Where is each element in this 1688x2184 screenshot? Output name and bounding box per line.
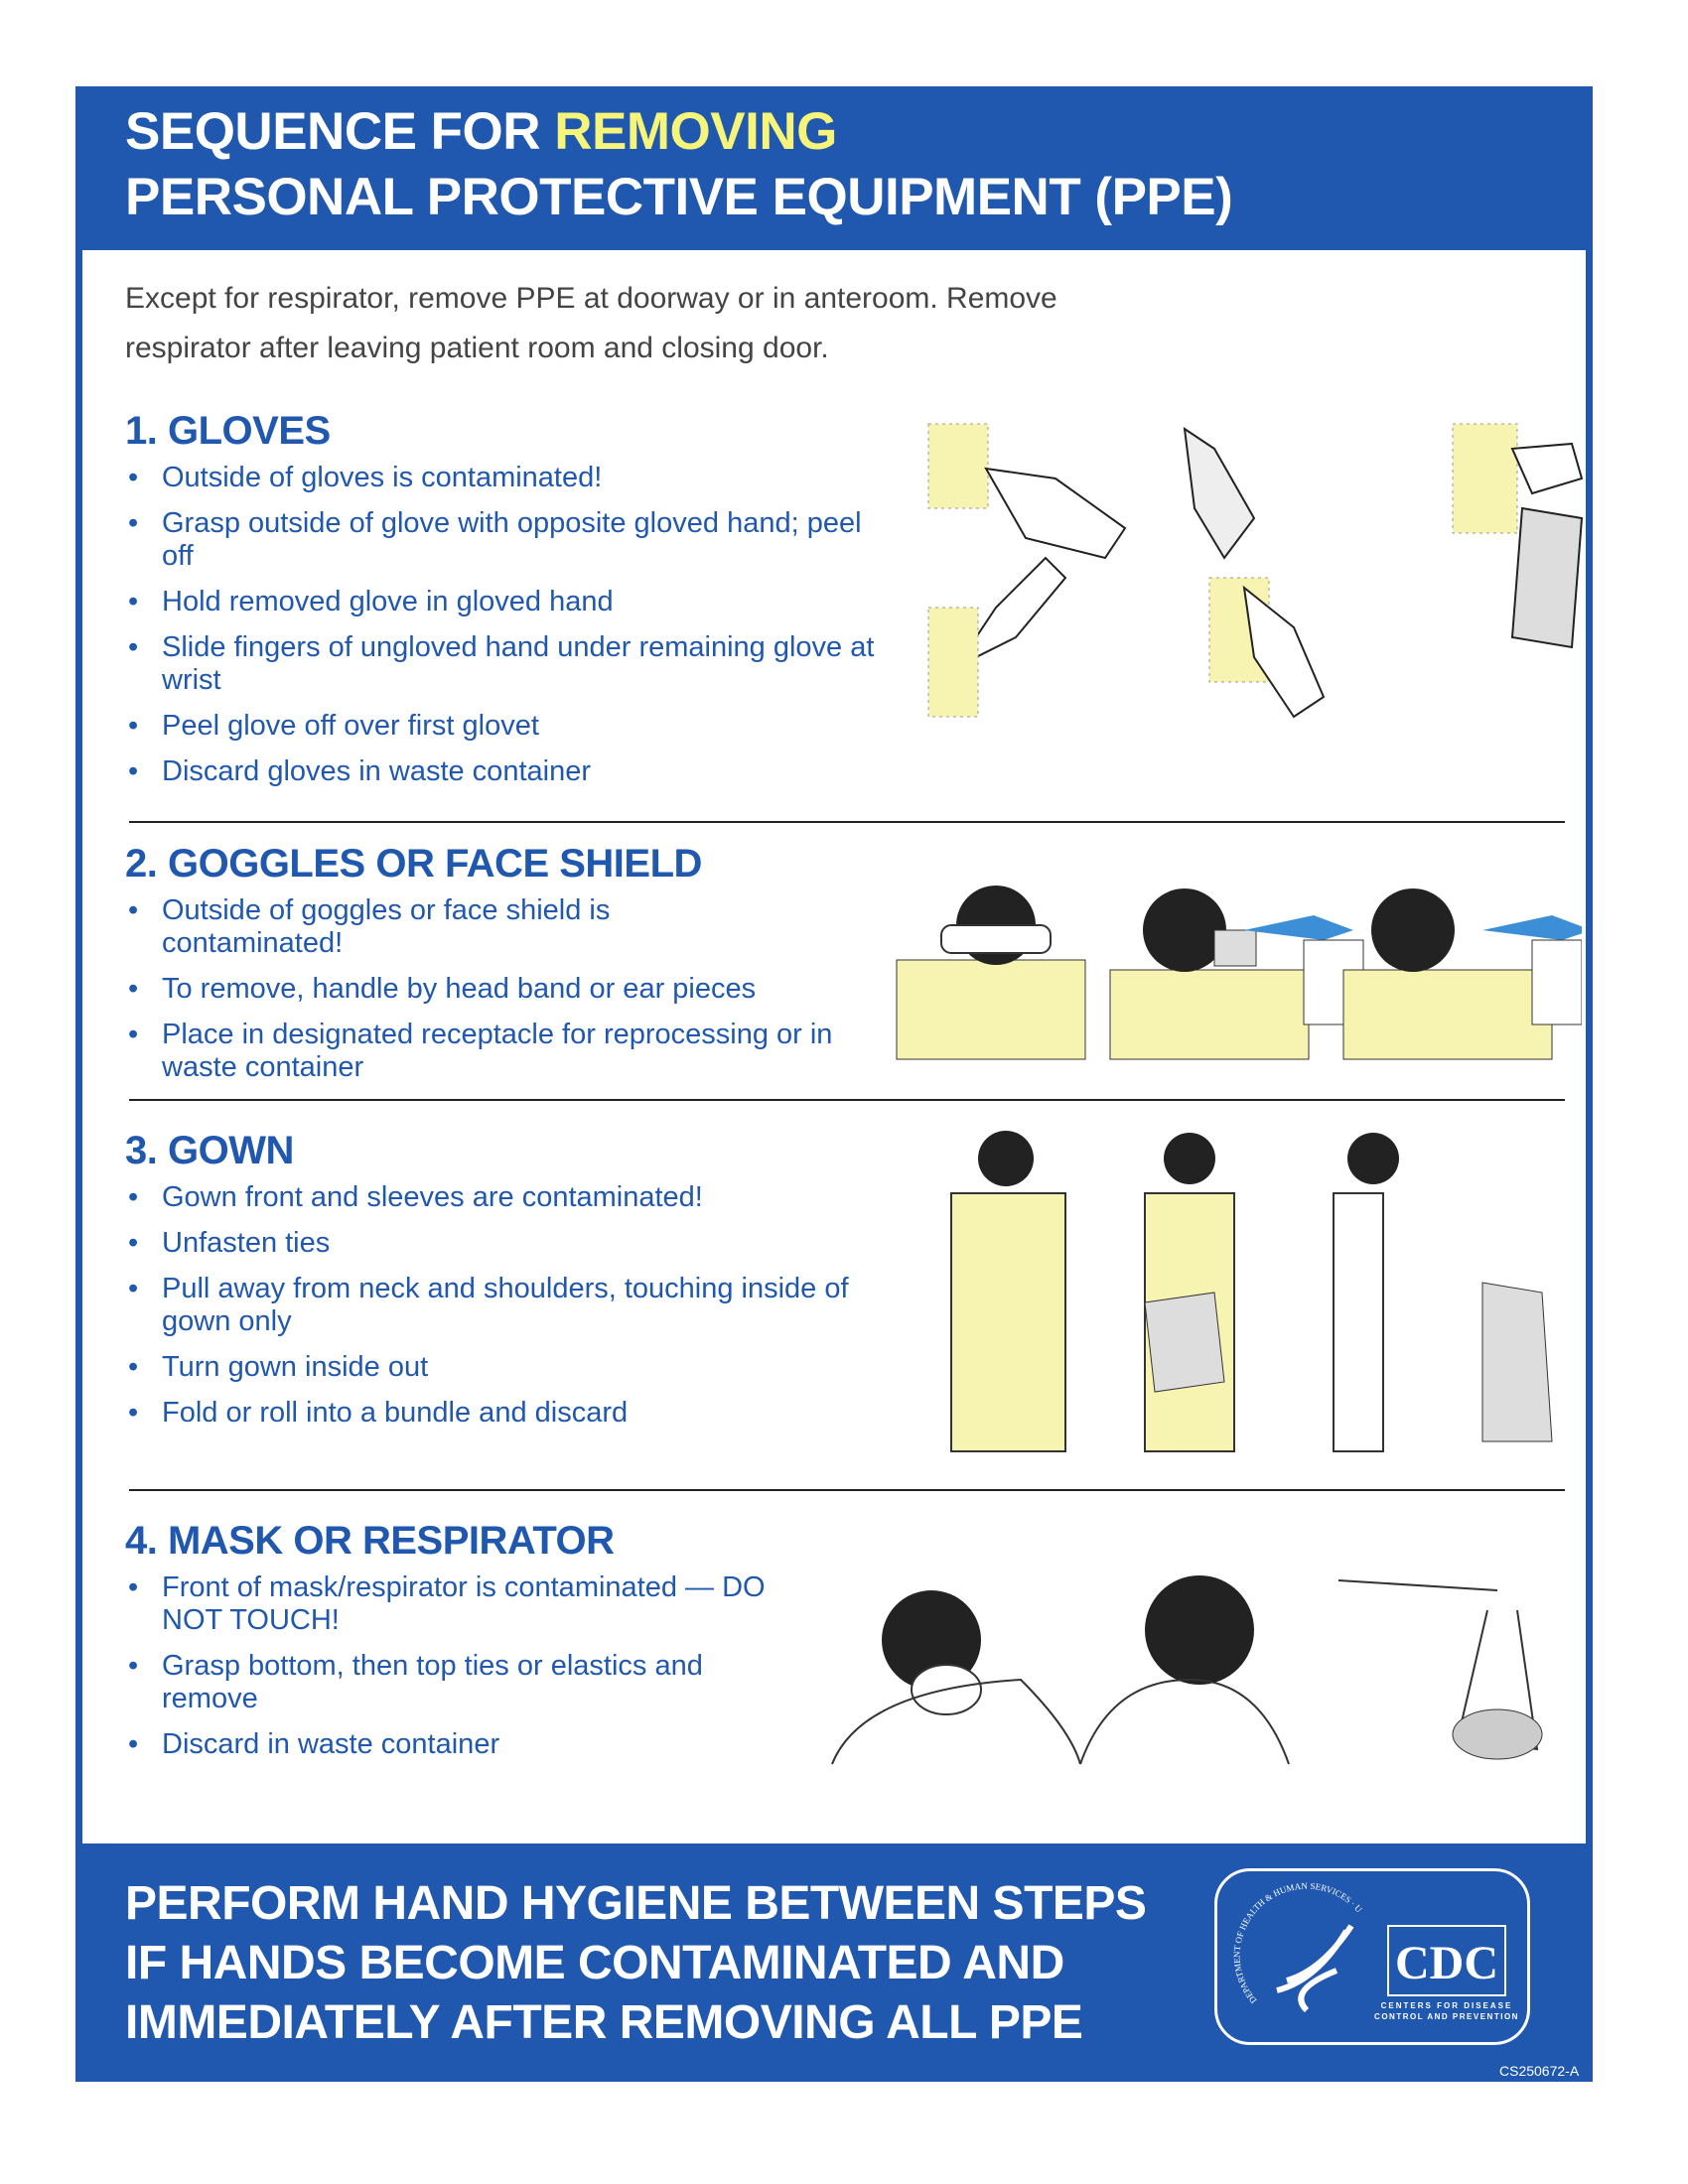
bullet-list: Gown front and sleeves are contaminated!… xyxy=(125,1181,1567,1430)
list-item: Slide fingers of ungloved hand under rem… xyxy=(125,631,897,697)
cdc-line1: CENTERS FOR DISEASE xyxy=(1381,2001,1513,2010)
list-item: Hold removed glove in gloved hand xyxy=(125,586,1567,618)
section-mask: 4. MASK OR RESPIRATOR Front of mask/resp… xyxy=(125,1519,1567,1774)
footer-line: PERFORM HAND HYGIENE BETWEEN STEPS xyxy=(125,1877,1147,1930)
cdc-wordmark: CDC xyxy=(1395,1937,1498,1989)
hand-hygiene-message: PERFORM HAND HYGIENE BETWEEN STEPS IF HA… xyxy=(125,1874,1147,2053)
bullet-list: Front of mask/respirator is contaminated… xyxy=(125,1571,1567,1761)
list-item: To remove, handle by head band or ear pi… xyxy=(125,973,1567,1006)
list-item: Grasp bottom, then top ties or elastics … xyxy=(125,1650,738,1715)
footer-line: IF HANDS BECOME CONTAMINATED AND xyxy=(125,1937,1064,1989)
bullet-list: Outside of gloves is contaminated! Grasp… xyxy=(125,462,1567,788)
gown-illustration xyxy=(950,1131,1553,1452)
list-item: Unfasten ties xyxy=(125,1227,1567,1260)
gloves-illustration xyxy=(927,423,1584,719)
list-item: Fold or roll into a bundle and discard xyxy=(125,1397,1567,1430)
section-heading: 3. GOWN xyxy=(125,1129,294,1172)
hhs-eagle-logo: DEPARTMENT OF HEALTH & HUMAN SERVICES · … xyxy=(1214,1863,1519,2021)
list-item: Grasp outside of glove with opposite glo… xyxy=(125,507,897,573)
list-item: Turn gown inside out xyxy=(125,1351,1567,1384)
title-line2: PERSONAL PROTECTIVE EQUIPMENT (PPE) xyxy=(125,168,1233,226)
document-code: CS250672-A xyxy=(1499,2063,1580,2079)
page-title: SEQUENCE FOR REMOVING PERSONAL PROTECTIV… xyxy=(125,99,1233,230)
list-item: Pull away from neck and shoulders, touch… xyxy=(125,1273,857,1338)
section-heading: 1. GLOVES xyxy=(125,409,331,453)
intro-text: Except for respirator, remove PPE at doo… xyxy=(125,282,1057,364)
divider xyxy=(129,821,1565,823)
list-item: Gown front and sleeves are contaminated! xyxy=(125,1181,1567,1214)
list-item: Discard in waste container xyxy=(125,1728,1567,1761)
bullet-list: Outside of goggles or face shield is con… xyxy=(125,894,1567,1084)
title-prefix: SEQUENCE FOR xyxy=(125,102,555,161)
list-item: Outside of goggles or face shield is con… xyxy=(125,894,718,960)
goggles-illustration xyxy=(896,886,1582,1060)
title-highlight: REMOVING xyxy=(554,102,837,161)
list-item: Outside of gloves is contaminated! xyxy=(125,462,1567,494)
section-heading: 2. GOGGLES OR FACE SHIELD xyxy=(125,842,702,886)
content-panel: Except for respirator, remove PPE at doo… xyxy=(82,250,1586,1843)
list-item: Discard gloves in waste container xyxy=(125,755,1567,788)
list-item: Place in designated receptacle for repro… xyxy=(125,1019,897,1084)
section-gown: 3. GOWN Gown front and sleeves are conta… xyxy=(125,1129,1567,1442)
cdc-line2: CONTROL AND PREVENTION xyxy=(1374,2012,1519,2021)
section-heading: 4. MASK OR RESPIRATOR xyxy=(125,1519,615,1563)
hhs-cdc-logo: DEPARTMENT OF HEALTH & HUMAN SERVICES · … xyxy=(1214,1863,1530,2045)
divider xyxy=(129,1489,1565,1491)
list-item: Peel glove off over first glovet xyxy=(125,710,1567,743)
section-goggles: 2. GOGGLES OR FACE SHIELD Outside of gog… xyxy=(125,842,1567,1097)
mask-illustration xyxy=(831,1575,1543,1765)
divider xyxy=(129,1099,1565,1101)
list-item: Front of mask/respirator is contaminated… xyxy=(125,1571,777,1637)
section-gloves: 1. GLOVES Outside of gloves is contamina… xyxy=(125,409,1567,801)
footer-line: IMMEDIATELY AFTER REMOVING ALL PPE xyxy=(125,1996,1083,2049)
